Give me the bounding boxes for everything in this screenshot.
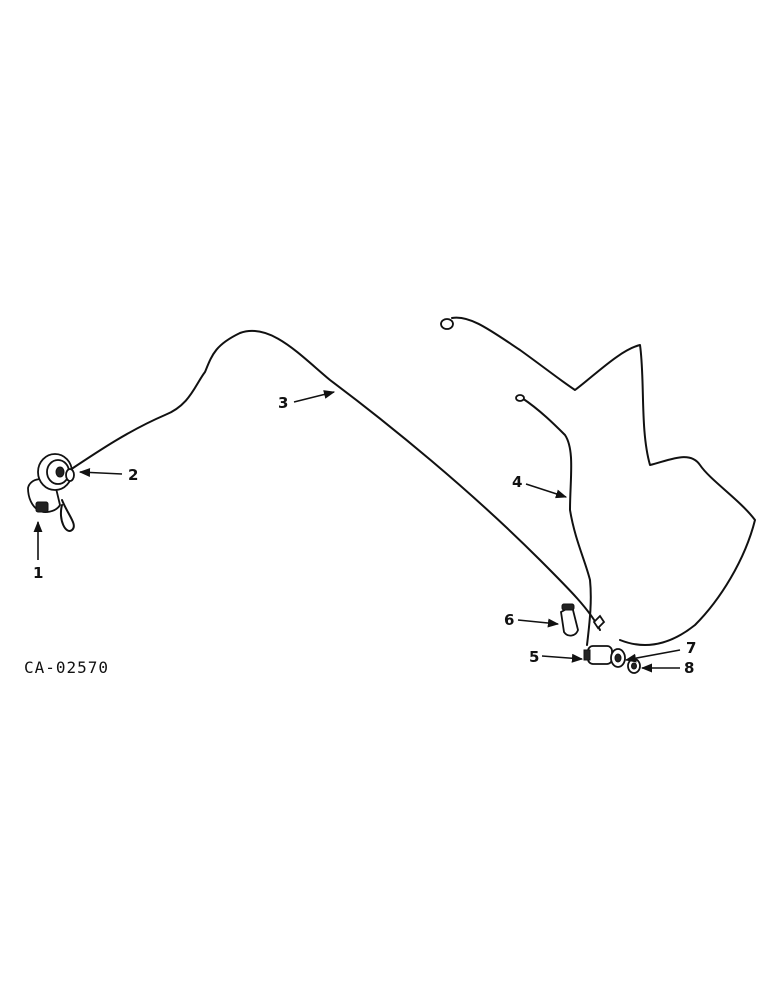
leader-4: [525, 483, 568, 499]
part-6-connector: [560, 603, 579, 637]
callout-7: 7: [686, 639, 696, 657]
leader-5: [541, 653, 584, 663]
part-2-horn: [37, 453, 75, 491]
callout-1: 1: [33, 564, 43, 582]
wire-3: [69, 330, 601, 631]
leader-6: [517, 618, 560, 628]
callout-3: 3: [278, 394, 288, 412]
callout-8: 8: [684, 659, 694, 677]
callout-4: 4: [512, 473, 522, 491]
part-7-nut: [610, 648, 626, 668]
leader-7: [624, 649, 681, 663]
terminal-eyelet: [515, 394, 525, 402]
drawing-code: CA-02570: [24, 658, 109, 677]
wire-3-horn-lead: [60, 499, 75, 532]
terminal-eyelet: [440, 318, 454, 330]
wire-4: [451, 316, 756, 646]
leader-2: [78, 468, 123, 477]
leader-3: [293, 390, 336, 403]
callout-2: 2: [128, 466, 138, 484]
part-8-cap: [627, 658, 641, 674]
callout-6: 6: [504, 611, 514, 629]
callout-5: 5: [529, 648, 539, 666]
wire-4-branch: [521, 397, 592, 646]
